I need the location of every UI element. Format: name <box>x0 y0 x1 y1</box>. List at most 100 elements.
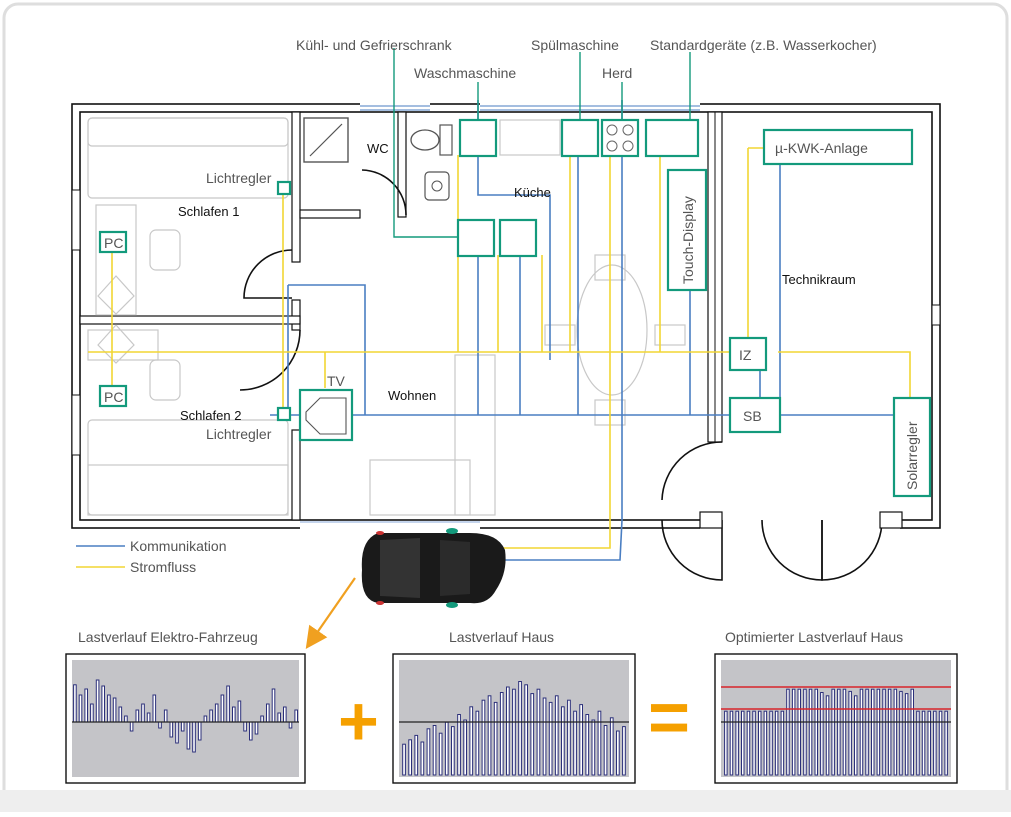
opt-bar <box>820 692 824 776</box>
house-bar <box>591 719 596 776</box>
house-bar <box>414 734 419 776</box>
panel-ev-title: Lastverlauf Elektro-Fahrzeug <box>78 629 258 645</box>
label-pc1: PC <box>104 235 123 251</box>
panel-house <box>392 653 636 784</box>
house-bar <box>408 739 412 776</box>
house-bar <box>438 732 443 776</box>
house-bar <box>487 695 492 776</box>
house-bar <box>536 688 541 776</box>
opt-bar <box>786 688 790 776</box>
house-bar <box>622 726 626 776</box>
house-bar <box>463 719 467 776</box>
ev-bar <box>78 694 83 723</box>
opt-bar <box>741 710 745 776</box>
opt-bar <box>758 710 762 776</box>
house-bar <box>561 706 565 776</box>
opt-bar <box>899 690 903 776</box>
house-bar <box>402 743 406 776</box>
opt-bar <box>803 688 807 776</box>
house-bar <box>554 695 559 776</box>
opt-bar <box>791 688 796 776</box>
house-bar <box>432 725 437 776</box>
ev-bar <box>90 703 94 723</box>
opt-bar <box>871 688 875 776</box>
solarregler-box <box>892 396 932 498</box>
plus-sign: + <box>338 682 379 760</box>
floor-plan <box>71 102 941 581</box>
ev-bar <box>124 715 128 723</box>
car-arrow <box>305 577 356 650</box>
ev-bar <box>294 709 298 723</box>
ev-bar <box>158 721 162 729</box>
opt-bar <box>893 688 898 776</box>
opt-bar <box>904 693 909 776</box>
house-bar <box>609 717 614 776</box>
house-bar <box>475 710 480 776</box>
ev-bar <box>277 712 281 723</box>
opt-bar <box>938 710 943 776</box>
ev-bar <box>226 685 230 723</box>
label-kueche: Küche <box>514 185 551 200</box>
house-bar <box>524 684 528 776</box>
label-schlafen2: Schlafen 2 <box>180 408 241 423</box>
label-pc2: PC <box>104 389 123 405</box>
ev-bar <box>283 706 287 723</box>
pc2-box <box>98 384 128 408</box>
opt-bar <box>814 688 818 776</box>
ev-bar <box>146 712 151 723</box>
opt-bar <box>729 710 734 776</box>
opt-bar <box>921 710 926 776</box>
label-touch: Touch-Display <box>680 196 696 284</box>
house-bar <box>451 726 455 776</box>
house-bar <box>426 728 431 776</box>
label-schlafen1: Schlafen 1 <box>178 204 239 219</box>
sb-box <box>728 396 782 434</box>
house-bar <box>616 730 620 776</box>
iz-box <box>728 336 768 372</box>
house-bar <box>518 681 522 776</box>
house-bar <box>469 706 474 776</box>
house-bar <box>573 710 577 776</box>
label-kuehl: Kühl- und Gefrierschrank <box>296 37 453 53</box>
house-bar <box>512 688 516 776</box>
bottom-strip <box>0 790 1011 812</box>
opt-bar <box>769 710 773 776</box>
label-sb: SB <box>743 408 762 424</box>
opt-bar <box>876 688 881 776</box>
opt-bar <box>808 688 813 776</box>
kwk-box <box>762 128 914 166</box>
house-bar <box>585 714 590 776</box>
house-bar <box>548 701 553 776</box>
legend: Kommunikation Stromfluss <box>76 538 227 575</box>
label-lichtregler2: Lichtregler <box>206 426 272 442</box>
ev-bar <box>237 700 242 723</box>
devices <box>98 118 932 498</box>
electric-car <box>361 528 506 608</box>
sink <box>424 171 450 201</box>
ev-bar <box>175 721 179 744</box>
house-bar <box>457 714 461 776</box>
opt-bar <box>916 710 920 776</box>
label-solar: Solarregler <box>904 421 920 490</box>
ev-bar <box>118 706 123 723</box>
lichtregler1-box <box>276 180 292 196</box>
label-spuel: Spülmaschine <box>531 37 619 53</box>
ev-bar <box>101 685 106 723</box>
opt-bar <box>927 710 931 776</box>
leader-lines <box>393 48 691 238</box>
opt-bar <box>724 710 728 776</box>
label-herd: Herd <box>602 65 632 81</box>
house-bar <box>579 704 583 776</box>
opt-bar <box>774 710 779 776</box>
ev-bar <box>271 688 276 723</box>
opt-bar <box>797 688 801 776</box>
ev-bar <box>288 721 293 729</box>
opt-bar <box>763 710 768 776</box>
labels: Kühl- und Gefrierschrank Spülmaschine St… <box>104 37 920 490</box>
opt-bar <box>842 688 847 776</box>
herd-box <box>600 118 640 158</box>
panel-optimized <box>714 653 958 784</box>
house-bar <box>597 710 602 776</box>
house-bar <box>542 697 547 776</box>
